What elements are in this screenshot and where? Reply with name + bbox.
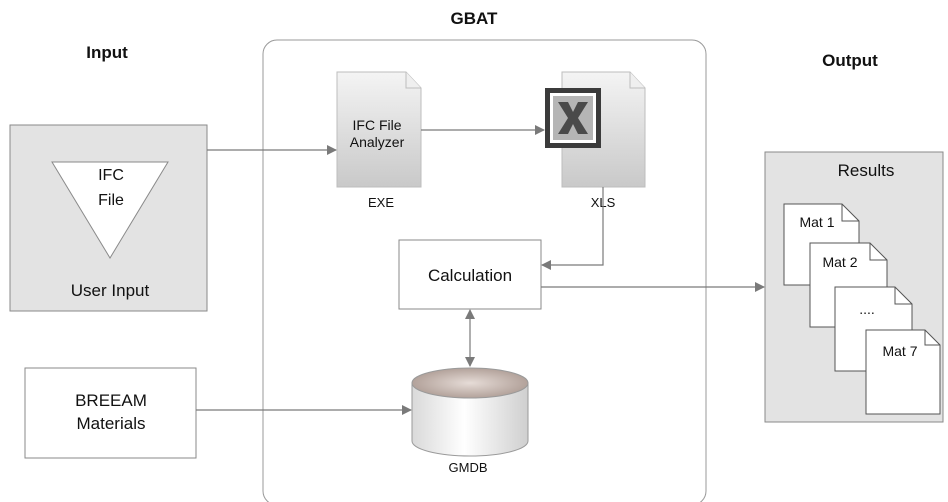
results-title: Results xyxy=(838,161,895,180)
ifc-label-line2: File xyxy=(98,192,124,209)
gmdb-caption: GMDB xyxy=(449,460,488,475)
calculation-box: Calculation xyxy=(398,239,542,310)
analyzer-line1: IFC File xyxy=(353,117,402,133)
breeam-line1: BREEAM xyxy=(75,391,147,410)
result-page-label: Mat 2 xyxy=(822,254,857,270)
results-panel: Results Mat 1 Mat 2 .... Mat 7 xyxy=(764,151,944,423)
exe-caption: EXE xyxy=(368,195,394,210)
user-input-panel: IFC File User Input xyxy=(9,124,208,312)
result-page-label: .... xyxy=(859,301,875,317)
input-header: Input xyxy=(86,43,128,62)
breeam-line2: Materials xyxy=(77,414,146,433)
arrow-xls-to-calculation xyxy=(541,187,604,270)
output-header: Output xyxy=(822,51,878,70)
user-input-label: User Input xyxy=(71,281,150,300)
excel-icon xyxy=(545,88,601,148)
gbat-header: GBAT xyxy=(451,9,499,28)
gmdb-database-icon: GMDB xyxy=(411,367,529,475)
xls-document: XLS xyxy=(545,71,646,210)
result-page-mat-7: Mat 7 xyxy=(865,329,941,415)
ifc-file-analyzer-document: IFC File Analyzer EXE xyxy=(336,71,422,210)
ifc-file-triangle xyxy=(51,161,169,259)
calculation-label: Calculation xyxy=(428,266,512,285)
analyzer-line2: Analyzer xyxy=(350,134,405,150)
result-page-label: Mat 7 xyxy=(882,343,917,359)
ifc-label-line1: IFC xyxy=(98,167,124,184)
connectors xyxy=(196,125,765,415)
result-page-label: Mat 1 xyxy=(799,214,834,230)
breeam-materials-box: BREEAM Materials xyxy=(24,367,197,459)
